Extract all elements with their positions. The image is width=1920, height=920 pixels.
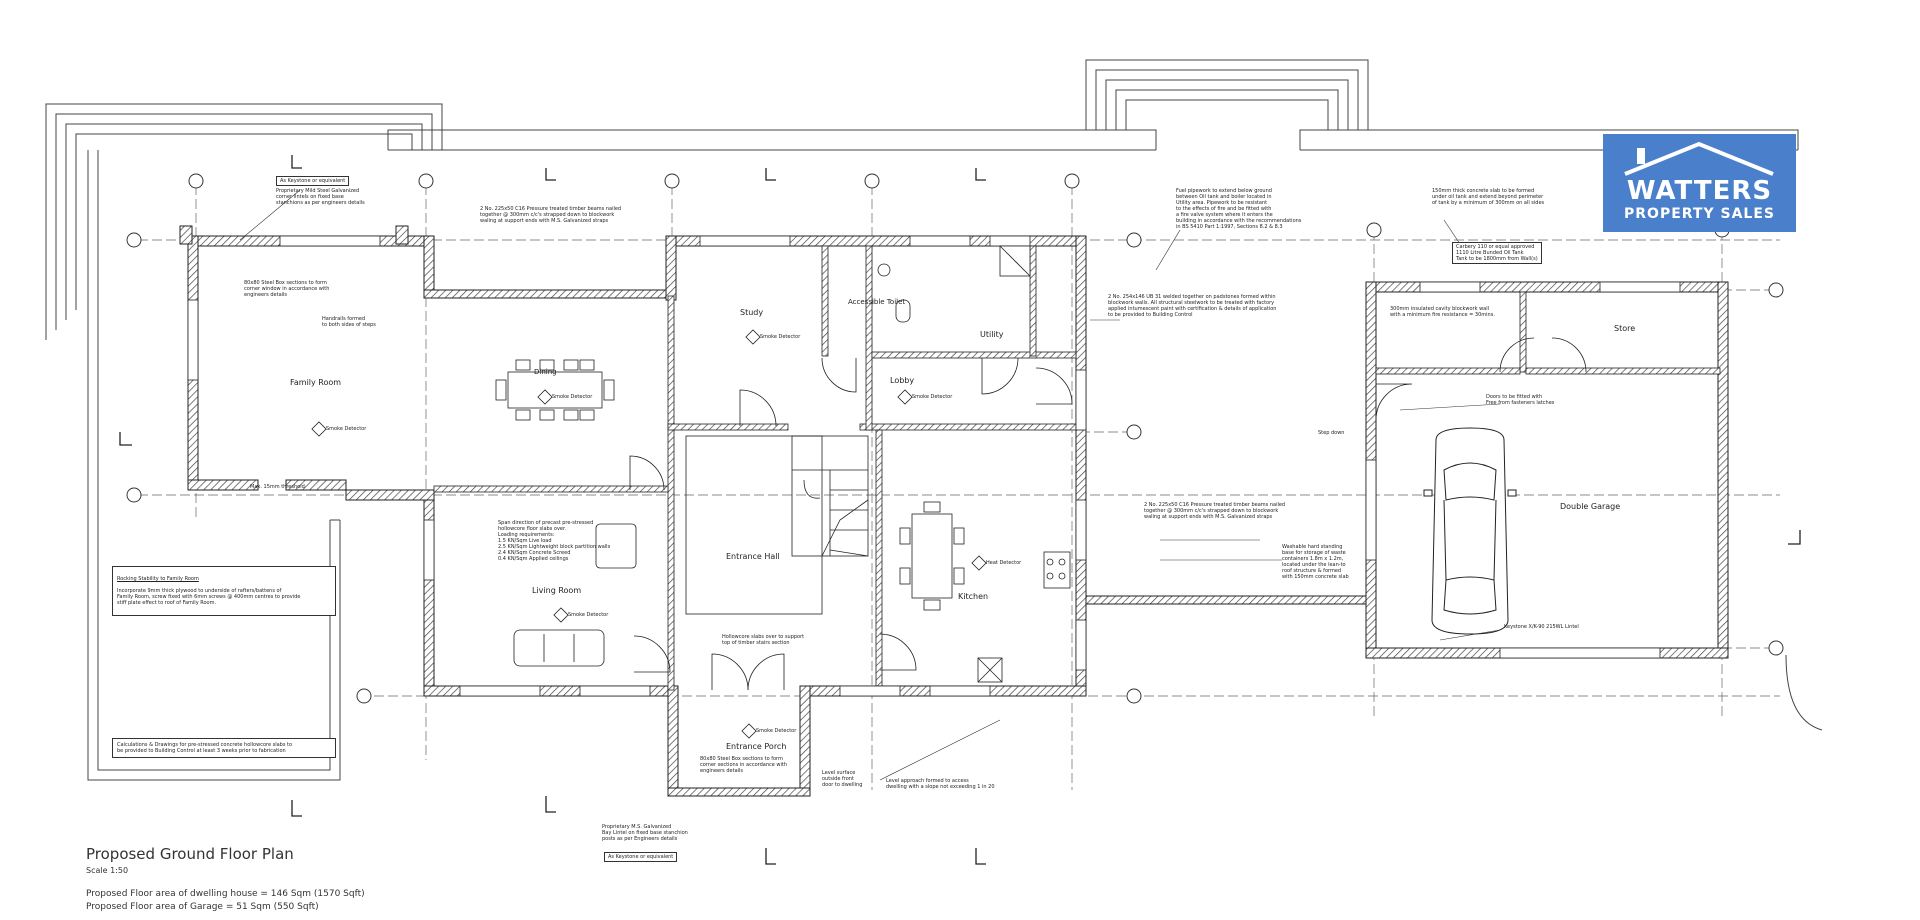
label-smoke-detector-study: Smoke Detector — [760, 334, 801, 340]
roof-outline-left — [45, 103, 443, 340]
note-step-down: Step down — [1318, 430, 1345, 436]
label-smoke-detector-family: Smoke Detector — [326, 426, 367, 432]
note-calculations: Calculations & Drawings for pre-stressed… — [112, 738, 336, 758]
note-max-threshold: Max. 15mm threshold — [250, 484, 305, 490]
car — [1423, 427, 1517, 635]
note-concrete-slab: 150mm thick concrete slab to be formed u… — [1432, 188, 1545, 206]
sofa — [513, 523, 637, 667]
room-label-family-room: Family Room — [290, 378, 342, 387]
note-keystone-top: As Keystone or equivalent — [276, 176, 350, 186]
note-keystone-bottom: As Keystone or equivalent — [604, 852, 678, 862]
room-label-entrance-porch: Entrance Porch — [726, 742, 787, 751]
room-label-accessible-toilet: Accessible Toilet — [848, 298, 906, 306]
note-rocking-title: Rocking Stability to Family Room — [117, 576, 199, 582]
note-steel-box: 80x80 Steel Box sections to form corner … — [244, 280, 330, 298]
doors — [629, 337, 1587, 691]
note-bay-lintel: Proprietary M.S. Galvanized Bay Lintel o… — [602, 824, 688, 842]
note-level-surface: Level surface outside front door to dwel… — [822, 770, 863, 788]
room-label-entrance-hall: Entrance Hall — [726, 552, 780, 561]
area-dwelling: Proposed Floor area of dwelling house = … — [86, 889, 365, 899]
watters-logo: WATTERS PROPERTY SALES — [1603, 134, 1796, 232]
toilet-fittings — [877, 245, 1071, 683]
roof-outline-top — [387, 59, 1799, 151]
room-label-double-garage: Double Garage — [1560, 502, 1621, 511]
plan-scale: Scale 1:50 — [86, 866, 129, 875]
staircase — [791, 435, 869, 557]
note-handrails: Handrails formed to both sides of steps — [322, 316, 376, 328]
title-block: Proposed Ground Floor Plan Scale 1:50 Pr… — [86, 845, 365, 912]
label-smoke-detector-living: Smoke Detector — [568, 612, 609, 618]
note-hollowcore: Hollowcore slabs over to support top of … — [722, 634, 805, 646]
entrance-hall-void — [685, 435, 823, 615]
note-oil-tank: Carbery 110 or equal approved 1110 Litre… — [1452, 242, 1542, 264]
room-label-store: Store — [1614, 324, 1636, 333]
label-smoke-detector-porch: Smoke Detector — [756, 728, 797, 734]
leader-lines — [239, 189, 1501, 781]
note-doors-fitted: Doors to be fitted with Free from fasten… — [1486, 394, 1555, 406]
note-timber-beams-top: 2 No. 225x50 C16 Pressure treated timber… — [480, 206, 622, 224]
note-level-approach: Level approach formed to access dwelling… — [886, 778, 995, 790]
logo-brand: WATTERS — [1626, 176, 1773, 206]
house-roof-icon — [1624, 141, 1774, 176]
room-label-utility: Utility — [980, 330, 1004, 339]
label-smoke-detector-dining: Smoke Detector — [552, 394, 593, 400]
logo-subtitle: PROPERTY SALES — [1624, 206, 1775, 222]
note-ub-beams: 2 No. 254x146 UB 31 welded together on p… — [1108, 294, 1277, 318]
site-boundary — [87, 150, 1823, 781]
grid-lines — [138, 185, 1780, 790]
room-label-dining: Dining — [534, 368, 557, 376]
note-hard-standing: Washable hard standing base for storage … — [1282, 544, 1349, 580]
note-rocking-stability: Rocking Stability to Family Room Incorpo… — [112, 566, 336, 616]
windows — [187, 235, 1681, 697]
note-timber-beams-mid: 2 No. 225x50 C16 Pressure treated timber… — [1144, 502, 1286, 520]
label-smoke-detector-lobby: Smoke Detector — [912, 394, 953, 400]
note-fuel-pipework: Fuel pipework to extend below ground bet… — [1176, 188, 1302, 230]
internal-walls — [433, 245, 1721, 691]
note-steel-lintel: Proprietary Mild Steel Galvanized corner… — [276, 188, 365, 206]
dining-table — [495, 359, 615, 421]
detector-symbols — [311, 329, 987, 739]
label-heat-detector: Heat Detector — [986, 560, 1022, 566]
room-label-study: Study — [740, 308, 764, 317]
note-precast: Span direction of precast pre-stressed h… — [498, 520, 611, 562]
room-label-lobby: Lobby — [890, 376, 915, 385]
grid-markers — [126, 173, 1784, 704]
kitchen-table — [899, 501, 965, 611]
plan-title: Proposed Ground Floor Plan — [86, 845, 294, 863]
room-label-living-room: Living Room — [532, 586, 582, 595]
note-steel-box-porch: 80x80 Steel Box sections to form corner … — [700, 756, 788, 774]
note-cavity-wall: 300mm insulated cavity blockwork wall wi… — [1390, 306, 1495, 318]
area-garage: Proposed Floor area of Garage = 51 Sqm (… — [86, 902, 319, 912]
note-rocking-body: Incorporate 9mm thick plywood to undersi… — [117, 588, 301, 606]
section-markers — [119, 155, 1801, 865]
note-keystone-lintel: Keystone X/K-90 215WL Lintel — [1504, 624, 1579, 630]
room-label-kitchen: Kitchen — [958, 592, 989, 601]
